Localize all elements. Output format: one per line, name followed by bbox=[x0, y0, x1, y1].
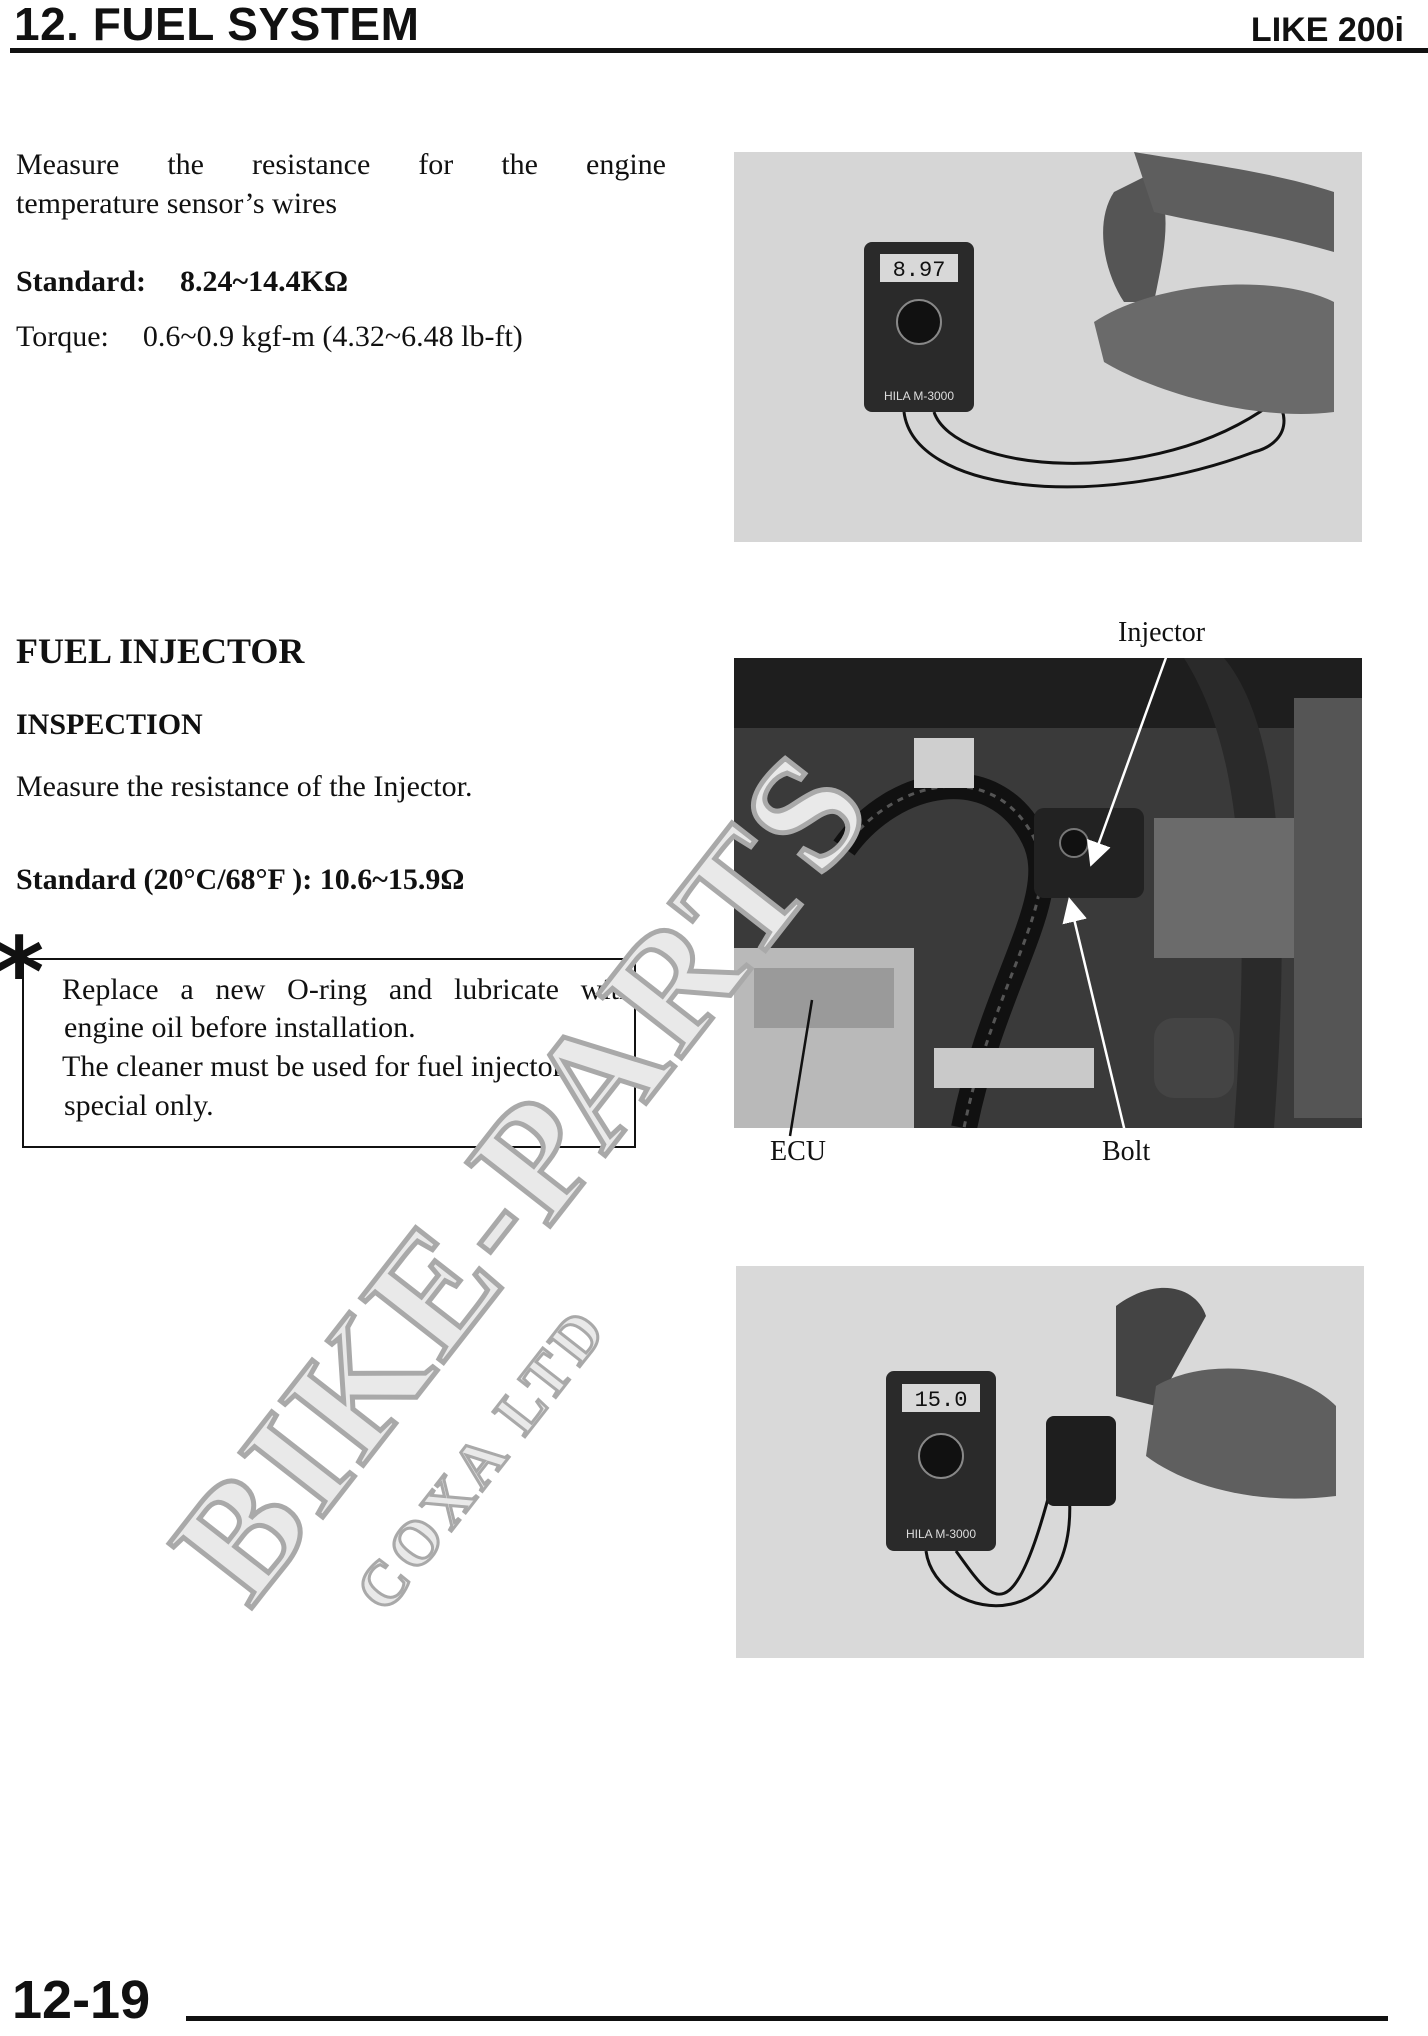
engine-bay-photo bbox=[734, 658, 1362, 1128]
standard-label: Standard: bbox=[16, 265, 147, 298]
multimeter-reading-2: 15.0 bbox=[915, 1388, 968, 1413]
injector-instruction: Measure the resistance of the Injector. bbox=[16, 770, 473, 803]
bolt-arrow bbox=[1062, 897, 1128, 1137]
callout-bolt: Bolt bbox=[1102, 1136, 1151, 1167]
torque-label: Torque: bbox=[16, 320, 109, 353]
temp-sensor-torque: Torque: 0.6~0.9 kgf-m (4.32~6.48 lb-ft) bbox=[16, 317, 523, 356]
injector-arrow bbox=[1087, 651, 1170, 867]
page-title: 12. FUEL SYSTEM bbox=[14, 0, 420, 50]
page-number: 12-19 bbox=[12, 1970, 151, 2030]
note-box: Replace a new O-ring and lubricate with … bbox=[22, 958, 636, 1148]
svg-text:HILA M-3000: HILA M-3000 bbox=[884, 389, 954, 403]
standard-value: 8.24~14.4KΩ bbox=[180, 265, 349, 298]
temp-sensor-instruction-line2: temperature sensor’s wires bbox=[16, 187, 338, 220]
note-line-3: The cleaner must be used for fuel inject… bbox=[62, 1050, 563, 1083]
note-line-2: engine oil before installation. bbox=[64, 1011, 416, 1044]
ecu-arrow bbox=[788, 999, 814, 1137]
torque-value: 0.6~0.9 kgf-m (4.32~6.48 lb-ft) bbox=[142, 320, 523, 353]
header-divider bbox=[10, 48, 1428, 53]
temp-sensor-test-photo: 8.97 HILA M-3000 bbox=[734, 152, 1362, 542]
multimeter-reading: 8.97 bbox=[893, 258, 946, 283]
svg-text:HILA M-3000: HILA M-3000 bbox=[906, 1527, 976, 1541]
temp-sensor-instruction-line1: Measure the resistance for the engine bbox=[16, 148, 666, 181]
note-line-1: Replace a new O-ring and lubricate with bbox=[62, 973, 634, 1006]
model-name: LIKE 200i bbox=[1250, 11, 1404, 49]
subsection-title-inspection: INSPECTION bbox=[16, 708, 203, 741]
footer-divider bbox=[186, 2016, 1388, 2021]
injector-part bbox=[1046, 1416, 1116, 1506]
temp-sensor-standard: Standard: 8.24~14.4KΩ bbox=[16, 262, 348, 301]
callout-ecu: ECU bbox=[770, 1136, 826, 1167]
note-line-4: special only. bbox=[64, 1089, 214, 1122]
injector-standard: Standard (20°C/68°F ): 10.6~15.9Ω bbox=[16, 863, 465, 896]
injector-test-photo: 15.0 HILA M-3000 bbox=[736, 1266, 1364, 1658]
callout-injector: Injector bbox=[1118, 617, 1206, 648]
section-title-fuel-injector: FUEL INJECTOR bbox=[16, 631, 305, 671]
